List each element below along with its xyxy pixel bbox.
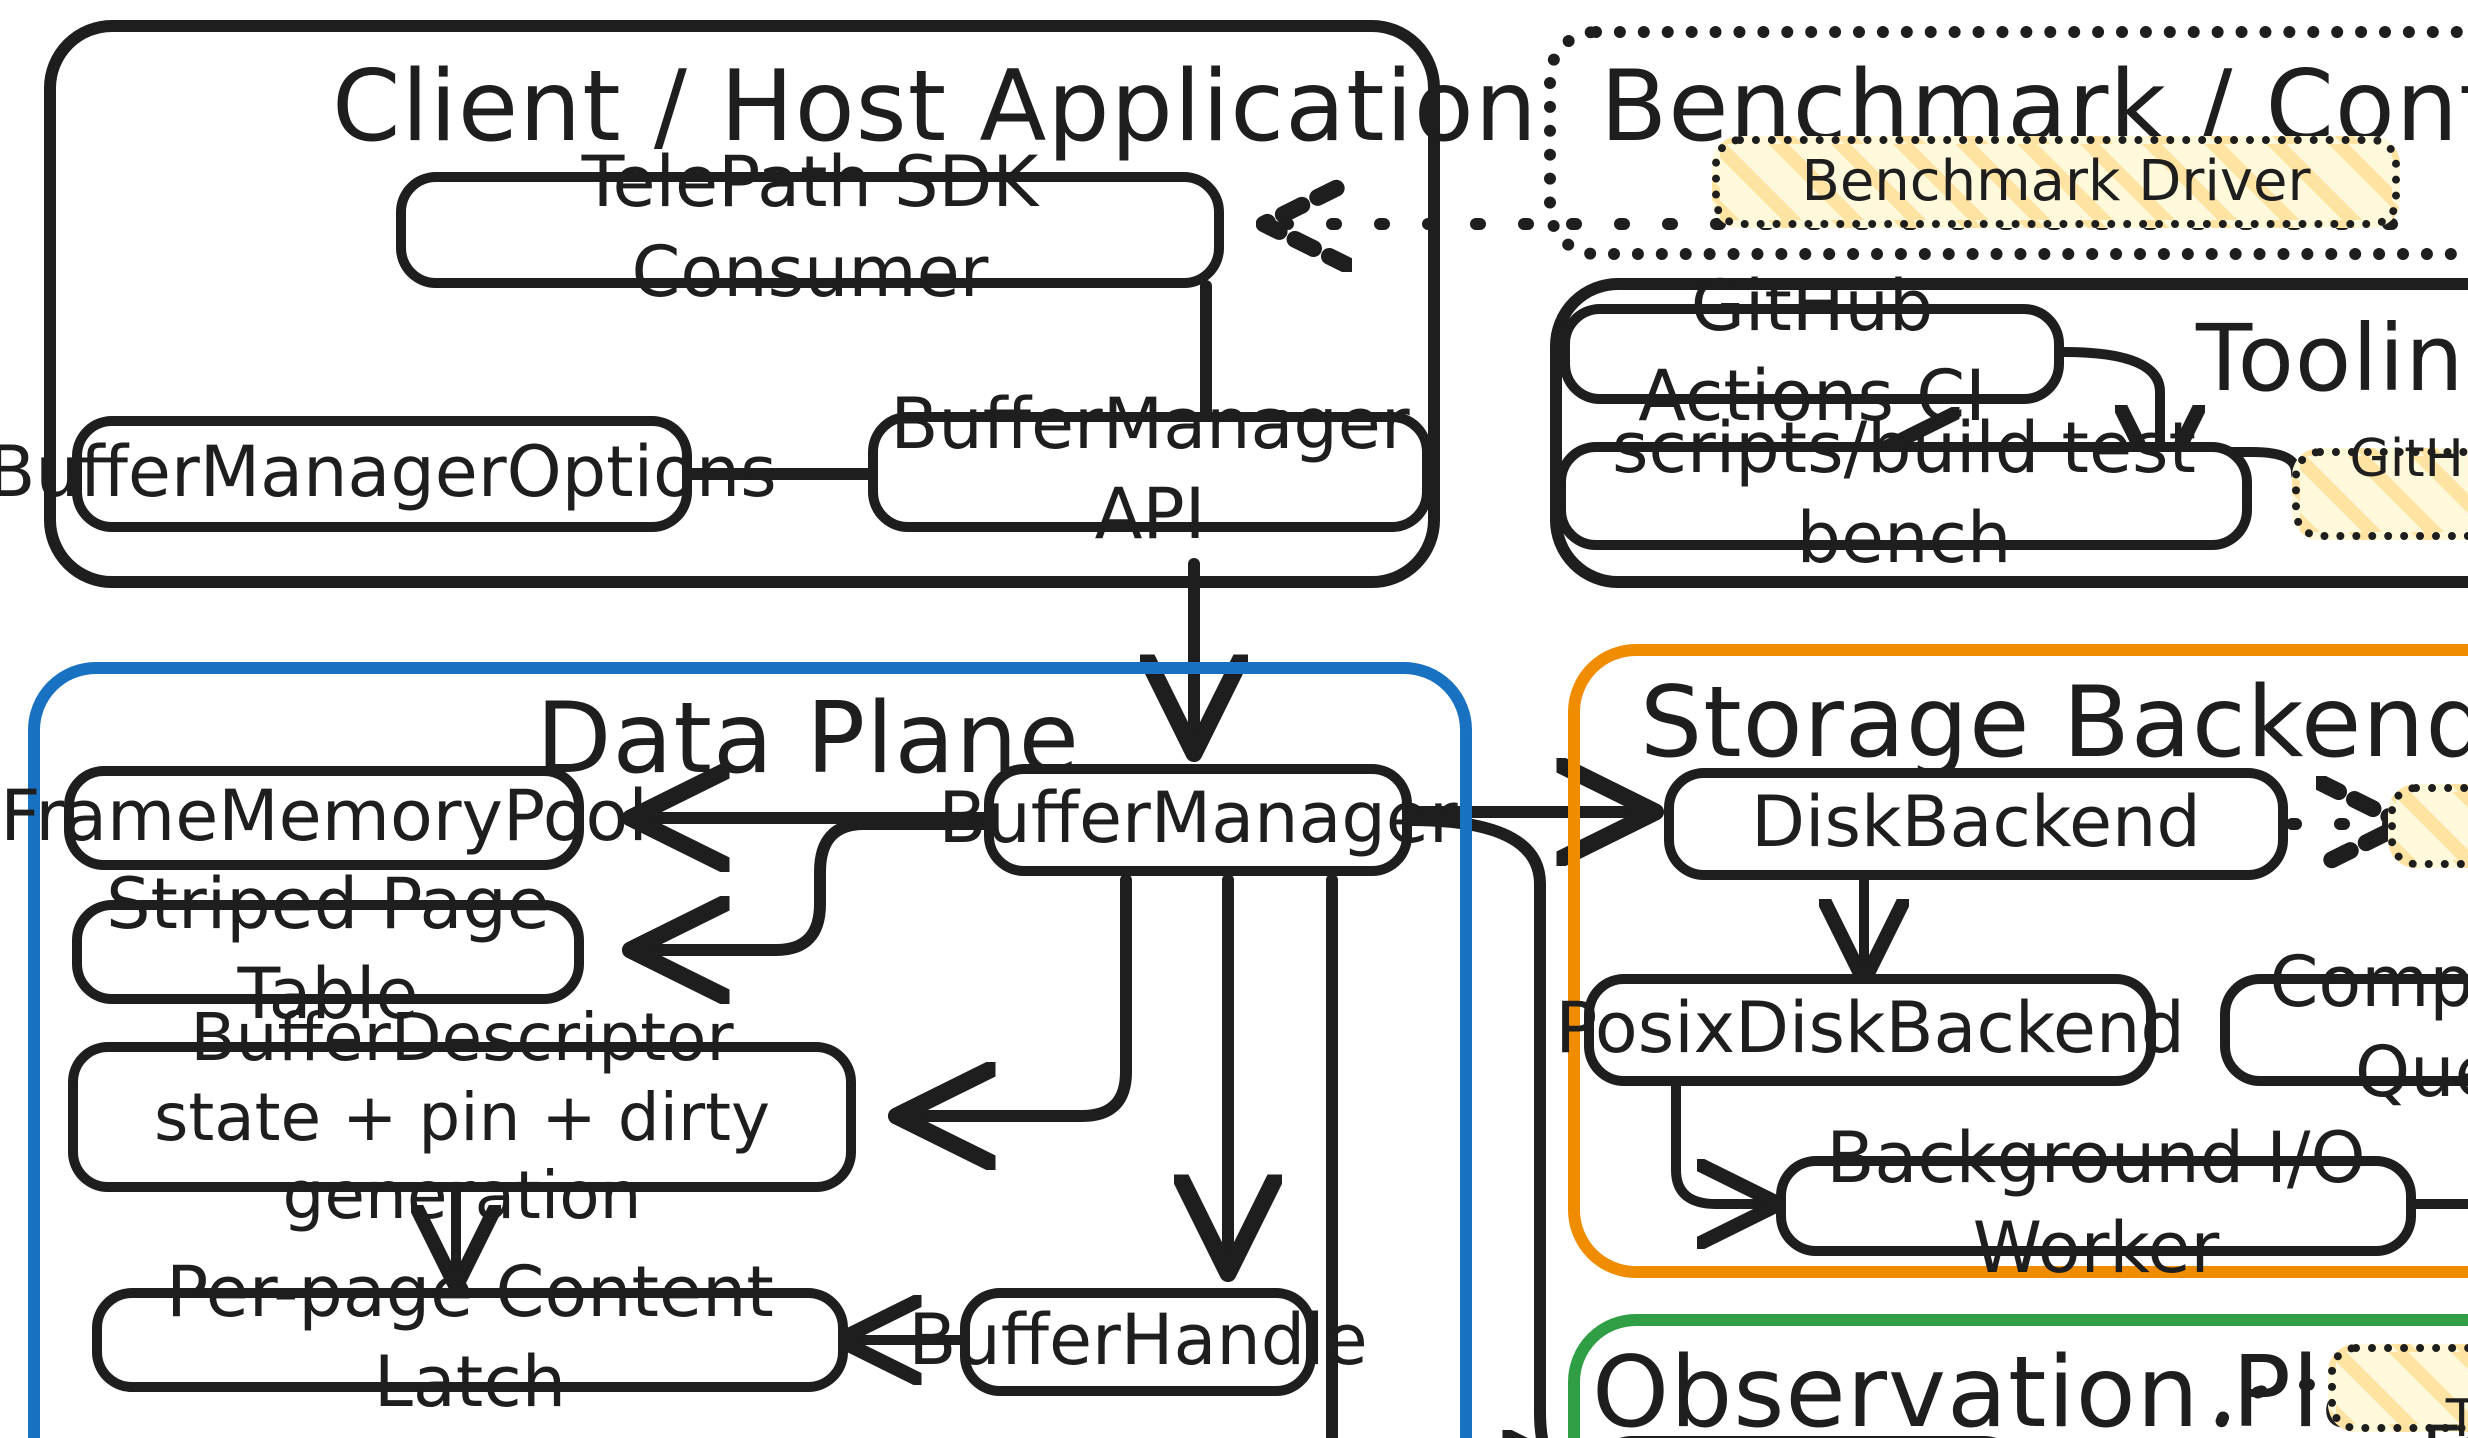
- group-title-storage-backend: Storage Backend Layer: [1640, 666, 2468, 780]
- node-label: BufferManagerOptions: [0, 433, 777, 514]
- group-title-client-host: Client / Host Application: [332, 50, 1538, 164]
- node-label: PosixDiskBackend: [1555, 989, 2185, 1070]
- node-buffer-manager-api[interactable]: BufferManager API: [868, 386, 1432, 556]
- node-buffer-descriptor[interactable]: BufferDescriptor state + pin + dirty gen…: [68, 998, 856, 1235]
- node-buffer-manager[interactable]: BufferManager: [938, 764, 1458, 876]
- node-per-page-content-latch[interactable]: Per-page Content Latch: [92, 1254, 848, 1424]
- group-title-observation-plane: Observation Plane: [1592, 1336, 2468, 1438]
- node-github-benchmark-workflow[interactable]: GitHub Benchmark Workflow: [2292, 429, 2468, 540]
- node-telepath-sdk-consumer[interactable]: TelePath SDK Consumer: [396, 144, 1224, 314]
- group-client-host-application: [44, 20, 1440, 588]
- node-label: DiskBackend: [1751, 783, 2201, 864]
- node-background-io-worker[interactable]: Background I/O Worker: [1776, 1120, 2416, 1290]
- node-io-uring-backend[interactable]: io_uring Backend: [2388, 784, 2468, 894]
- node-label: BufferHandle: [908, 1301, 1368, 1382]
- node-completion-queue[interactable]: Completion Queue: [2220, 944, 2468, 1114]
- group-tooling-validation: [1550, 278, 2468, 588]
- node-buffer-handle[interactable]: BufferHandle: [908, 1288, 1368, 1396]
- group-title-data-plane: Data Plane: [536, 682, 1080, 796]
- node-label: BufferManager: [938, 779, 1458, 860]
- node-shared-memory-telemetry-pipeline[interactable]: Shared Memory Telemetry Pipeline: [2328, 1344, 2468, 1438]
- node-label: FrameMemoryPool: [0, 777, 648, 858]
- group-benchmark-control-plane: [1544, 26, 2468, 260]
- node-posix-disk-backend[interactable]: PosixDiskBackend: [1555, 974, 2185, 1086]
- group-storage-backend-layer: [1568, 644, 2468, 1278]
- node-label: Benchmark Driver: [1801, 148, 2311, 215]
- node-striped-page-table[interactable]: Striped Page Table: [72, 866, 584, 1036]
- group-data-plane: [28, 662, 1472, 1438]
- node-github-actions-ci[interactable]: GitHub Actions CI: [1560, 268, 2064, 438]
- group-title-tooling-validation: Tooling / Validation: [2196, 304, 2468, 412]
- node-disk-backend[interactable]: DiskBackend: [1664, 768, 2288, 880]
- node-frame-memory-pool[interactable]: FrameMemoryPool: [0, 766, 648, 870]
- node-scripts-build-test-bench[interactable]: scripts/build test bench: [1556, 410, 2252, 580]
- node-buffer-manager-options[interactable]: BufferManagerOptions: [0, 416, 777, 532]
- node-benchmark-driver[interactable]: Benchmark Driver: [1712, 136, 2400, 228]
